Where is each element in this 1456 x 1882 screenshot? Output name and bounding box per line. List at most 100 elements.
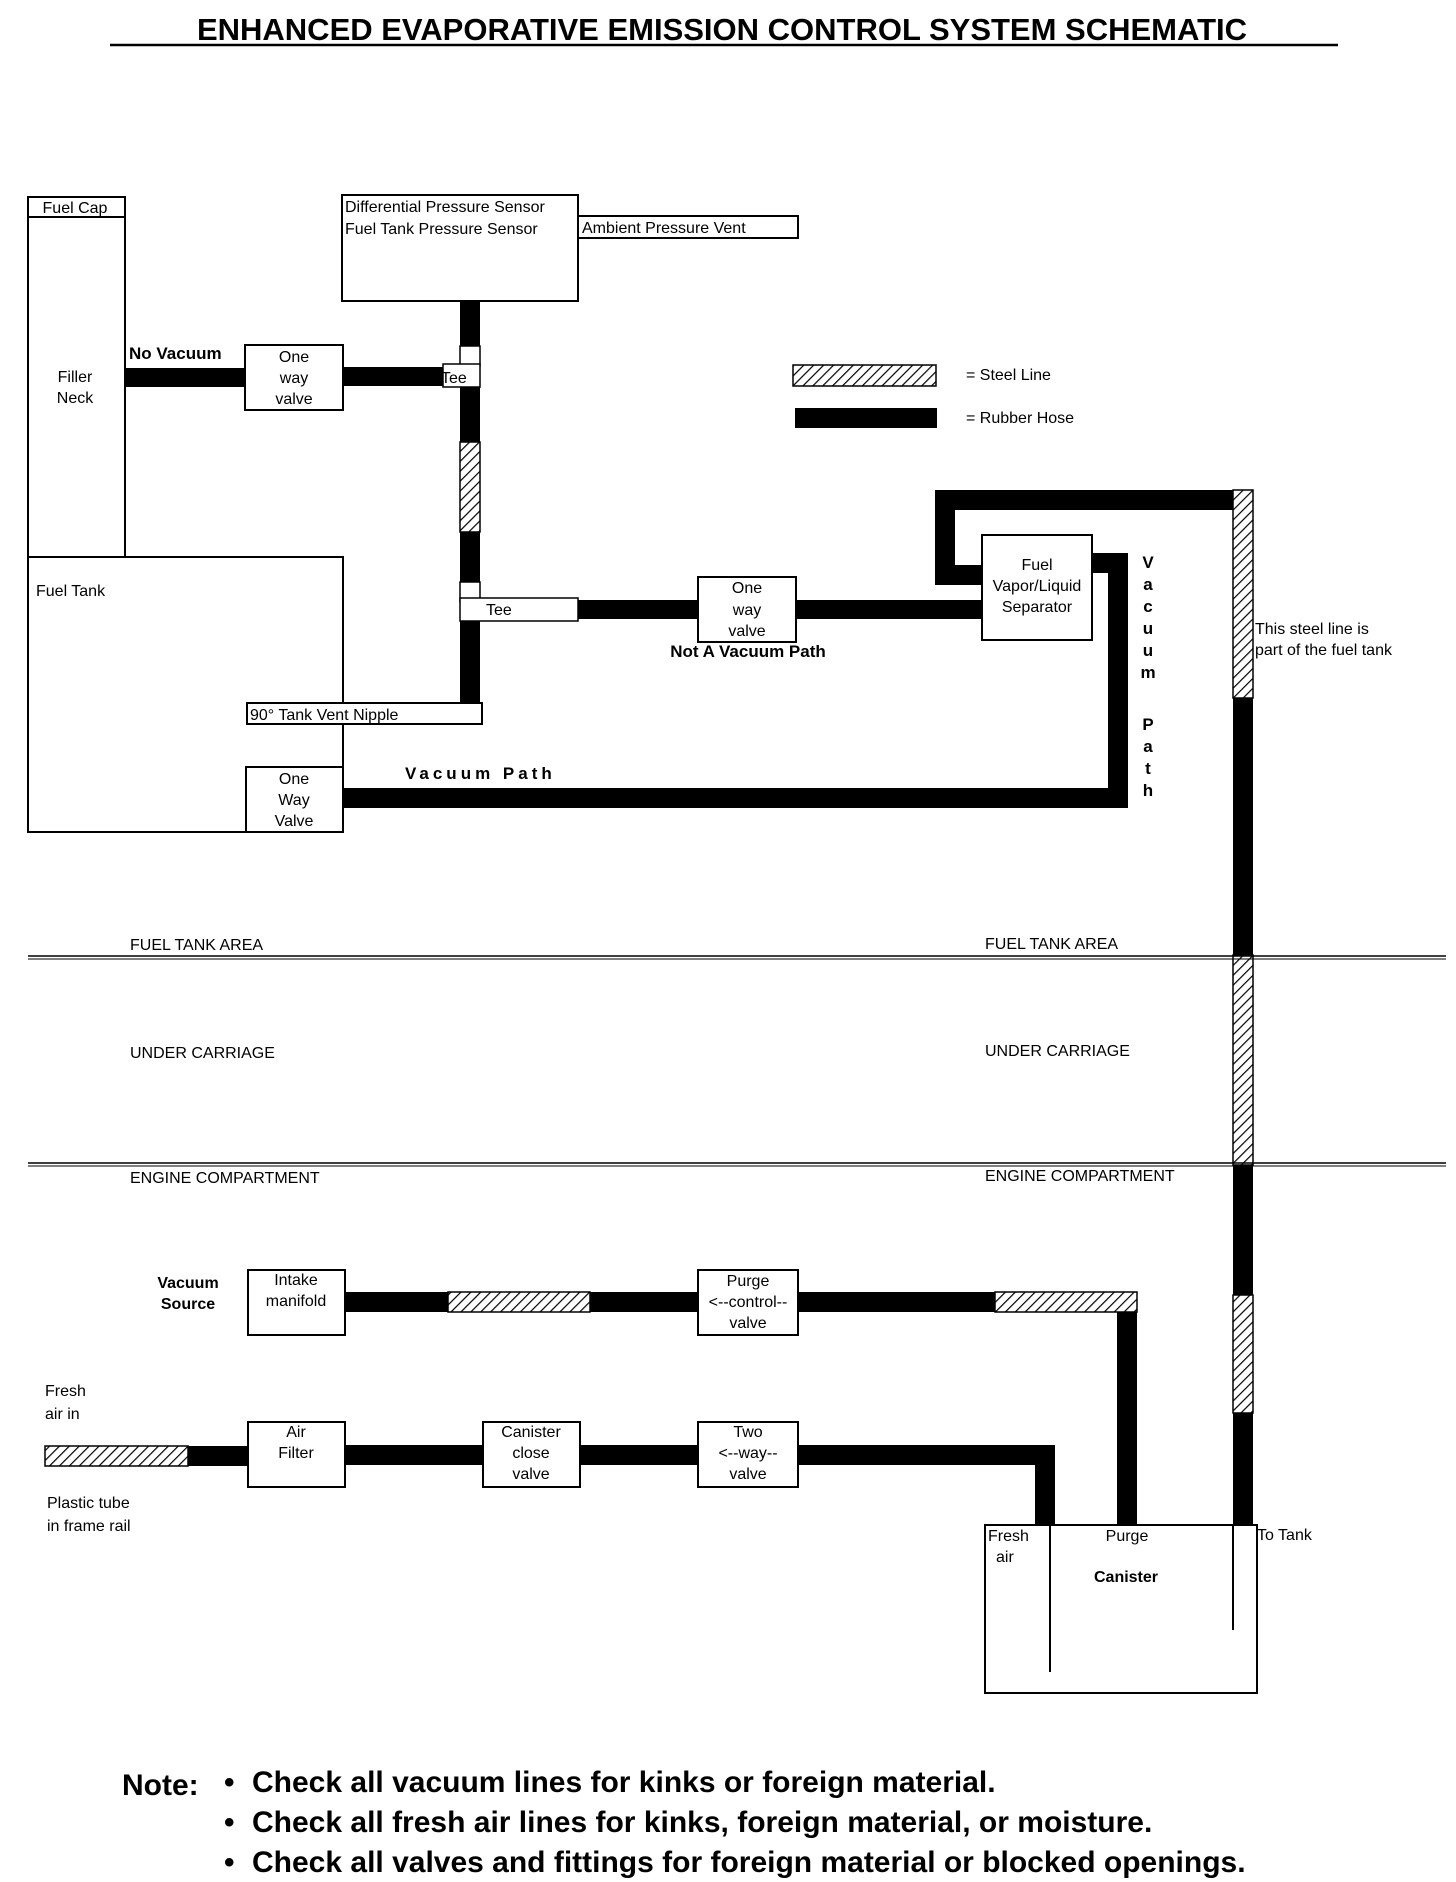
one-way-valve-top bbox=[244, 344, 344, 411]
purge-valve-label-2: <--control-- bbox=[709, 1294, 788, 1311]
vacuum-source-label-2: Source bbox=[161, 1296, 215, 1313]
legend-steel-swatch bbox=[792, 364, 937, 387]
fuel-tank-area-label-left: FUEL TANK AREA bbox=[130, 937, 263, 954]
one-way-valve-top-label-1: One bbox=[279, 349, 309, 366]
rubber-hose bbox=[1117, 1312, 1137, 1525]
purge-valve-label-1: Purge bbox=[727, 1273, 770, 1290]
plastic-tube bbox=[44, 1445, 189, 1467]
ambient-vent-label: Ambient Pressure Vent bbox=[582, 220, 746, 237]
rubber-hose bbox=[578, 600, 698, 619]
filler-neck-label-1: Filler bbox=[58, 369, 93, 386]
vacuum-path-vertical-letter: u bbox=[1143, 619, 1153, 638]
rubber-hose bbox=[460, 532, 480, 582]
canister-close-valve-label-1: Canister bbox=[501, 1424, 561, 1441]
steel-line bbox=[459, 441, 481, 533]
rubber-hose bbox=[1233, 1165, 1253, 1295]
canister-close-valve-box bbox=[482, 1421, 581, 1488]
note-label: Note: bbox=[122, 1769, 199, 1802]
rubber-hose bbox=[345, 1445, 483, 1465]
canister-close-valve-label-3: valve bbox=[512, 1466, 549, 1483]
steel-line bbox=[1232, 954, 1254, 1166]
note-bullet: • bbox=[224, 1766, 235, 1799]
engine-compartment-label-left: ENGINE COMPARTMENT bbox=[130, 1170, 320, 1187]
vacuum-path-vertical-letter: a bbox=[1143, 737, 1153, 756]
rubber-hose bbox=[1035, 1445, 1055, 1525]
under-carriage-label-left: UNDER CARRIAGE bbox=[130, 1045, 275, 1062]
rubber-hose bbox=[125, 368, 245, 387]
rubber-hose bbox=[188, 1446, 248, 1466]
one-way-valve-bottom-label-1: One bbox=[279, 771, 309, 788]
no-vacuum-label: No Vacuum bbox=[129, 344, 222, 363]
canister-fresh-air-label-2: air bbox=[996, 1549, 1014, 1566]
vacuum-path-vertical-letter: c bbox=[1143, 597, 1152, 616]
rubber-hose bbox=[935, 565, 982, 585]
tank-vent-nipple bbox=[246, 702, 483, 725]
purge-valve-box bbox=[697, 1269, 799, 1336]
vacuum-path-vertical-letter: t bbox=[1145, 759, 1151, 778]
fresh-air-in-label-2: air in bbox=[45, 1406, 80, 1423]
pressure-sensor-box bbox=[341, 194, 579, 302]
rubber-hose bbox=[935, 490, 955, 575]
rubber-hose bbox=[798, 1445, 1055, 1465]
separator-label-3: Separator bbox=[1002, 599, 1073, 616]
steel-line bbox=[447, 1291, 591, 1313]
vacuum-path-vertical-letter: V bbox=[1142, 553, 1154, 572]
fuel-tank-label: Fuel Tank bbox=[36, 583, 106, 600]
intake-manifold-label-1: Intake bbox=[274, 1272, 318, 1289]
vacuum-source-label-1: Vacuum bbox=[157, 1275, 218, 1292]
pressure-sensor-label-2: Fuel Tank Pressure Sensor bbox=[345, 221, 538, 238]
canister-label: Canister bbox=[1094, 1569, 1158, 1586]
tee-lower-label: Tee bbox=[486, 602, 512, 619]
rubber-hose bbox=[460, 387, 480, 442]
tee-upper-label: Tee bbox=[441, 370, 467, 387]
canister-close-valve-label-2: close bbox=[512, 1445, 549, 1462]
steel-line bbox=[1232, 489, 1254, 699]
legend-rubber-label: = Rubber Hose bbox=[966, 410, 1074, 427]
separator-label-2: Vapor/Liquid bbox=[993, 578, 1082, 595]
pressure-sensor-label-1: Differential Pressure Sensor bbox=[345, 199, 545, 216]
rubber-hose bbox=[1233, 698, 1253, 955]
air-filter-label-1: Air bbox=[286, 1424, 306, 1441]
intake-manifold-label-2: manifold bbox=[266, 1293, 326, 1310]
rubber-hose bbox=[590, 1292, 698, 1312]
intake-manifold-box bbox=[247, 1269, 346, 1336]
one-way-valve-bottom-label-3: Valve bbox=[275, 813, 314, 830]
two-way-valve-label-3: valve bbox=[729, 1466, 766, 1483]
one-way-valve-mid-label-3: valve bbox=[728, 623, 765, 640]
steel-line bbox=[994, 1291, 1138, 1313]
rubber-hose bbox=[798, 1292, 995, 1312]
rubber-hose bbox=[580, 1445, 698, 1465]
tee-upper bbox=[459, 345, 481, 367]
rubber-hose bbox=[345, 1292, 448, 1312]
rubber-hose bbox=[343, 788, 1128, 808]
rubber-hose bbox=[1233, 1413, 1253, 1525]
note-item: Check all valves and fittings for foreig… bbox=[252, 1846, 1246, 1879]
schematic-title: ENHANCED EVAPORATIVE EMISSION CONTROL SY… bbox=[197, 12, 1247, 47]
air-filter-label-2: Filter bbox=[278, 1445, 314, 1462]
tee-lower bbox=[459, 597, 579, 622]
one-way-valve-top-label-2: way bbox=[279, 370, 308, 387]
one-way-valve-bottom bbox=[245, 766, 344, 833]
legend-rubber-swatch bbox=[795, 408, 937, 428]
note-item: Check all fresh air lines for kinks, for… bbox=[252, 1806, 1152, 1839]
note-bullet: • bbox=[224, 1846, 235, 1879]
steel-line-note-1: This steel line is bbox=[1255, 621, 1369, 638]
note-bullet: • bbox=[224, 1806, 235, 1839]
steel-line bbox=[1232, 1294, 1254, 1414]
tank-vent-nipple-label: 90° Tank Vent Nipple bbox=[250, 707, 399, 724]
one-way-valve-top-label-3: valve bbox=[275, 391, 312, 408]
canister-box bbox=[984, 1524, 1258, 1694]
legend-steel-label: = Steel Line bbox=[966, 367, 1051, 384]
not-vacuum-path-label: Not A Vacuum Path bbox=[670, 642, 826, 661]
fresh-air-in-label-1: Fresh bbox=[45, 1383, 86, 1400]
note-item: Check all vacuum lines for kinks or fore… bbox=[252, 1766, 996, 1799]
plastic-tube-label-2: in frame rail bbox=[47, 1518, 131, 1535]
rubber-hose bbox=[935, 490, 1235, 510]
rubber-hose bbox=[460, 301, 480, 346]
vacuum-path-vertical-letter: P bbox=[1142, 715, 1153, 734]
steel-line-note-2: part of the fuel tank bbox=[1255, 642, 1393, 659]
purge-valve-label-3: valve bbox=[729, 1315, 766, 1332]
one-way-valve-mid-label-2: way bbox=[732, 602, 761, 619]
one-way-valve-mid-label-1: One bbox=[732, 580, 762, 597]
